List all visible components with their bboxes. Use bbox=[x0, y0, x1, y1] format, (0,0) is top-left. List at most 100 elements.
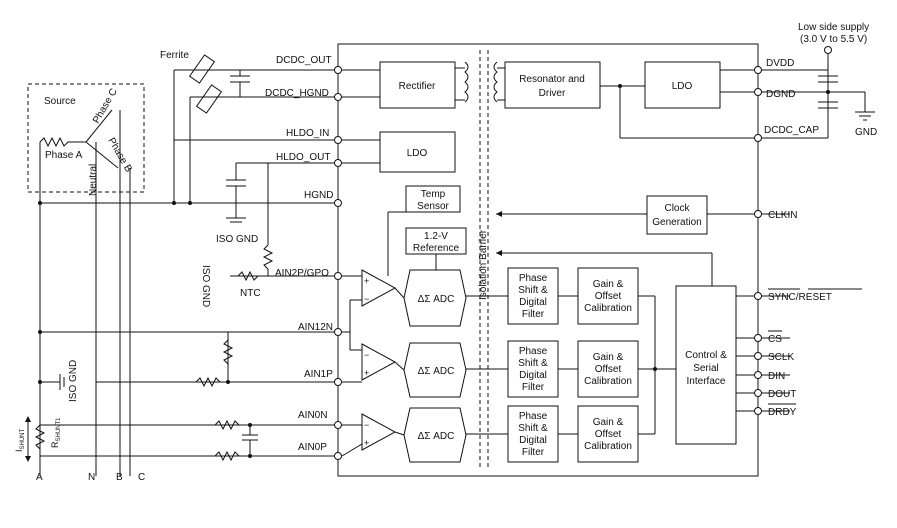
gnd-label: GND bbox=[855, 127, 877, 138]
ctrl-label-2: Serial bbox=[693, 363, 719, 374]
svg-text:+: + bbox=[364, 276, 369, 286]
pin-clkin: CLKIN bbox=[768, 210, 797, 221]
svg-text:Digital: Digital bbox=[519, 435, 547, 446]
pin-ain12n: AIN12N bbox=[298, 322, 333, 333]
bottom-b: B bbox=[116, 472, 123, 483]
ferrite-bead-2 bbox=[195, 84, 223, 114]
iso-gnd-label-2: ISO GND bbox=[200, 265, 211, 307]
pin-cs: CS bbox=[768, 334, 782, 345]
ldo-top-label: LDO bbox=[672, 81, 693, 92]
transformer-coil-left bbox=[464, 61, 469, 103]
pin-dout: DOUT bbox=[768, 389, 796, 400]
source-neutral: Neutral bbox=[88, 164, 99, 196]
rectifier-block bbox=[379, 61, 456, 109]
svg-text:Shift &: Shift & bbox=[518, 285, 548, 296]
svg-text:Gain &: Gain & bbox=[593, 417, 624, 428]
temp-label-2: Sensor bbox=[417, 201, 449, 212]
pin-hgnd: HGND bbox=[304, 190, 333, 201]
clock-block bbox=[646, 195, 708, 235]
svg-text:Filter: Filter bbox=[522, 309, 545, 320]
svg-text:Digital: Digital bbox=[519, 297, 547, 308]
pin-ain1p: AIN1P bbox=[304, 369, 333, 380]
control-interface-block bbox=[675, 285, 737, 445]
bottom-a: A bbox=[36, 472, 43, 483]
pin-drdy: DRDY bbox=[768, 407, 797, 418]
svg-text:+: + bbox=[364, 438, 369, 448]
ctrl-label-3: Interface bbox=[687, 376, 726, 387]
filter-2 bbox=[507, 267, 559, 325]
supply-terminal bbox=[824, 46, 832, 54]
gain-2 bbox=[577, 267, 639, 325]
pin-dvdd: DVDD bbox=[766, 58, 794, 69]
ldo-hv-label: LDO bbox=[407, 148, 428, 159]
pin-dcdc-cap: DCDC_CAP bbox=[764, 125, 819, 136]
svg-text:−: − bbox=[364, 420, 369, 430]
svg-text:Offset: Offset bbox=[595, 429, 622, 440]
svg-text:Gain &: Gain & bbox=[593, 279, 624, 290]
supply-range: (3.0 V to 5.5 V) bbox=[800, 34, 867, 45]
svg-text:Phase: Phase bbox=[519, 411, 548, 422]
svg-text:Calibration: Calibration bbox=[584, 303, 632, 314]
ldo-top-block bbox=[644, 61, 721, 109]
gain-1 bbox=[577, 340, 639, 398]
resonator-block bbox=[504, 61, 601, 109]
source-phase-a: Phase A bbox=[45, 150, 83, 161]
ntc-label: NTC bbox=[240, 288, 261, 299]
clock-label-2: Generation bbox=[652, 217, 701, 228]
svg-text:Calibration: Calibration bbox=[584, 441, 632, 452]
pin-dcdc-hgnd: DCDC_HGND bbox=[265, 88, 329, 99]
resonator-label-2: Driver bbox=[539, 88, 566, 99]
svg-text:Calibration: Calibration bbox=[584, 376, 632, 387]
svg-text:ΔΣ ADC: ΔΣ ADC bbox=[418, 294, 455, 305]
transformer-coil-right bbox=[493, 61, 498, 103]
iso-gnd-label-1: ISO GND bbox=[216, 234, 258, 245]
pin-hldo-in: HLDO_IN bbox=[286, 128, 329, 139]
pin-din: DIN bbox=[768, 371, 785, 382]
bottom-n: N bbox=[88, 472, 95, 483]
temp-label-1: Temp bbox=[421, 189, 446, 200]
pin-ain0p: AIN0P bbox=[298, 442, 327, 453]
svg-text:Shift &: Shift & bbox=[518, 423, 548, 434]
ldo-hv-block bbox=[379, 131, 456, 173]
ferrite-label: Ferrite bbox=[160, 50, 189, 61]
pin-ain0n: AIN0N bbox=[298, 410, 327, 421]
rshunt-label: RSHUNT1 bbox=[50, 417, 62, 448]
source-phase-c: Phase C bbox=[91, 87, 120, 126]
ntc-resistor bbox=[237, 270, 259, 282]
svg-text:Filter: Filter bbox=[522, 382, 545, 393]
svg-text:Phase: Phase bbox=[519, 273, 548, 284]
pin-sclk: SCLK bbox=[768, 352, 794, 363]
source-title: Source bbox=[44, 96, 76, 107]
svg-text:ΔΣ ADC: ΔΣ ADC bbox=[418, 366, 455, 377]
svg-text:−: − bbox=[364, 350, 369, 360]
iso-gnd-label-3: ISO GND bbox=[68, 360, 79, 402]
ctrl-label-1: Control & bbox=[685, 350, 727, 361]
resonator-label-1: Resonator and bbox=[519, 74, 585, 85]
ref-label-1: 1.2-V bbox=[424, 231, 448, 242]
svg-text:Phase: Phase bbox=[519, 346, 548, 357]
source-box bbox=[27, 83, 145, 193]
svg-text:Filter: Filter bbox=[522, 447, 545, 458]
clock-label-1: Clock bbox=[664, 203, 690, 214]
temp-sensor-block bbox=[405, 185, 461, 213]
svg-text:Offset: Offset bbox=[595, 291, 622, 302]
pin-sync-reset: SYNC/RESET bbox=[768, 292, 832, 303]
svg-text:+: + bbox=[364, 368, 369, 378]
svg-text:−: − bbox=[364, 294, 369, 304]
isolation-barrier-label: Isolation Barrier bbox=[478, 229, 489, 300]
pin-dcdc-out: DCDC_OUT bbox=[276, 55, 332, 66]
svg-text:Shift &: Shift & bbox=[518, 358, 548, 369]
rectifier-label: Rectifier bbox=[399, 81, 436, 92]
svg-text:ΔΣ ADC: ΔΣ ADC bbox=[418, 431, 455, 442]
svg-text:Offset: Offset bbox=[595, 364, 622, 375]
ref-label-2: Reference bbox=[413, 243, 460, 254]
reference-block bbox=[405, 227, 467, 255]
svg-text:Gain &: Gain & bbox=[593, 352, 624, 363]
ferrite-bead-1 bbox=[188, 54, 216, 84]
supply-title: Low side supply bbox=[798, 22, 869, 33]
bottom-c: C bbox=[138, 472, 145, 483]
